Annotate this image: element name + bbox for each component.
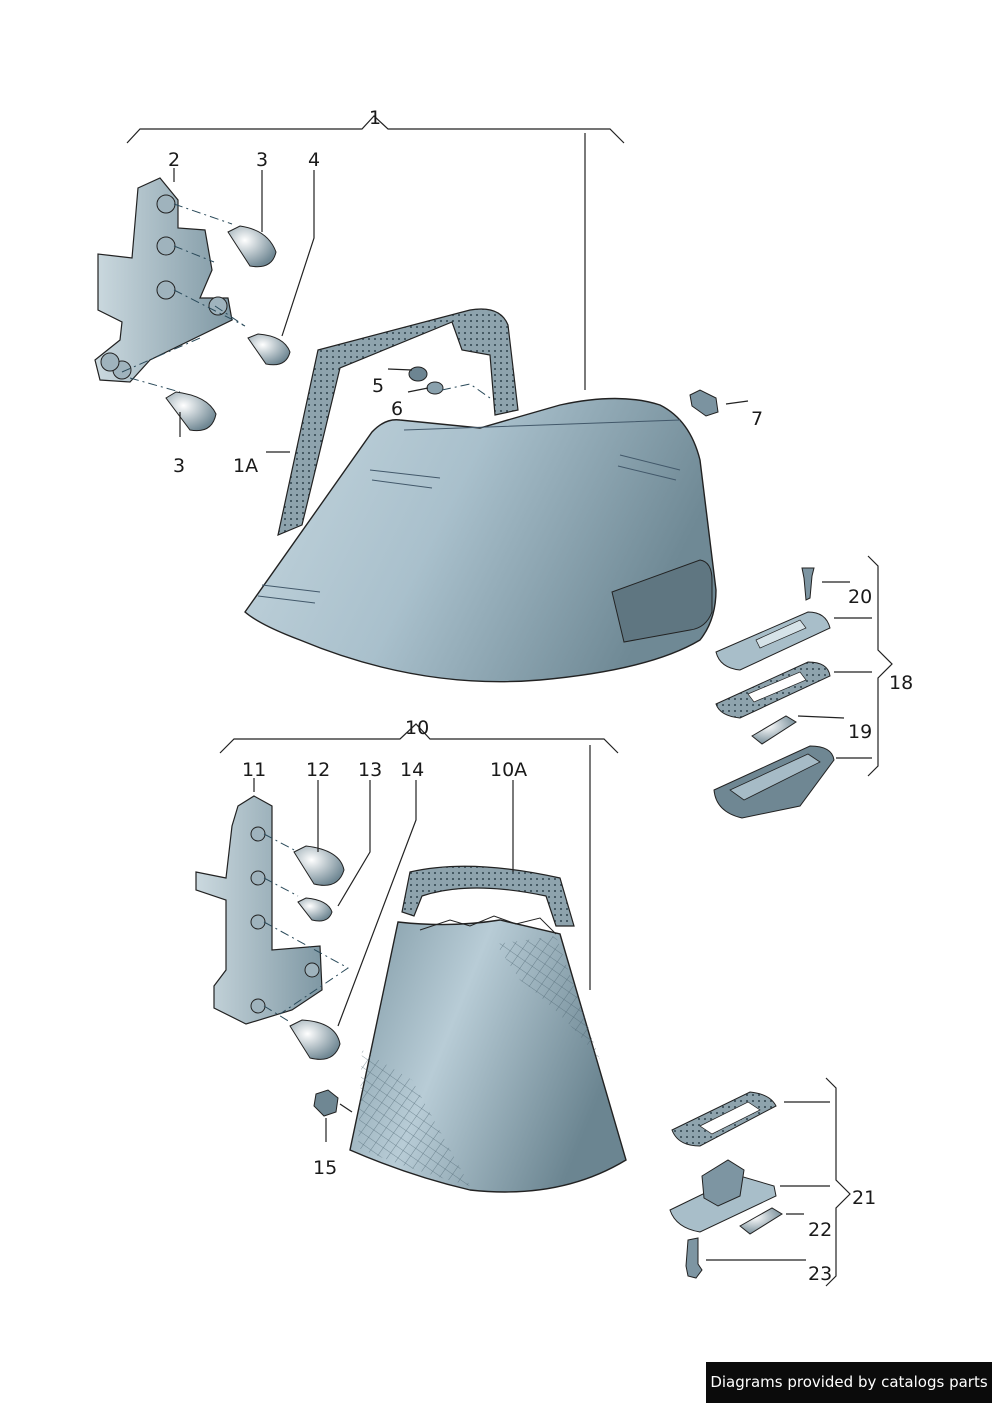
label-21: 21 (852, 1187, 876, 1209)
nut-15 (313, 1089, 353, 1142)
bulb-3a (227, 170, 277, 268)
label-14: 14 (400, 759, 424, 781)
tail-lamp-10 (349, 915, 627, 1193)
label-19: 19 (848, 721, 872, 743)
label-3b: 3 (173, 455, 185, 477)
label-4: 4 (308, 149, 320, 171)
license-housing-21 (669, 1159, 830, 1233)
license-gasket-21 (671, 1091, 830, 1147)
label-13: 13 (358, 759, 382, 781)
label-18: 18 (889, 672, 913, 694)
nut-6 (407, 381, 491, 399)
bracket-18 (867, 555, 893, 777)
label-11: 11 (242, 759, 266, 781)
bulb-12 (293, 780, 345, 886)
tail-lamp-1 (244, 397, 717, 683)
screw-23 (685, 1237, 806, 1279)
bulb-4 (247, 170, 315, 366)
label-7: 7 (751, 408, 763, 430)
bulb-13 (297, 780, 371, 922)
bulb-holder-11 (195, 778, 323, 1025)
license-lens (715, 611, 872, 671)
bulb-14 (289, 780, 417, 1060)
label-10a: 10A (490, 759, 527, 781)
bracket-10 (219, 723, 619, 754)
seal-10a (401, 780, 575, 927)
label-2: 2 (168, 149, 180, 171)
seal-1a (277, 308, 519, 536)
bulb-19 (751, 715, 845, 745)
license-housing (713, 745, 872, 819)
bulb-holder-2 (94, 168, 233, 383)
label-20: 20 (848, 586, 872, 608)
license-gasket (715, 661, 872, 719)
clip-5 (387, 366, 428, 382)
label-12: 12 (306, 759, 330, 781)
footer-credit: Diagrams provided by catalogs parts (706, 1362, 992, 1403)
bracket-21 (825, 1077, 851, 1287)
label-15: 15 (313, 1157, 337, 1179)
label-1a: 1A (233, 455, 258, 477)
bulb-3b (165, 391, 217, 437)
screw-7 (689, 389, 749, 417)
label-3a: 3 (256, 149, 268, 171)
label-6: 6 (391, 398, 403, 420)
label-23: 23 (808, 1263, 832, 1285)
label-10: 10 (405, 717, 429, 739)
label-5: 5 (372, 375, 384, 397)
screw-20 (801, 567, 850, 601)
bracket-1 (126, 115, 625, 144)
bulb-22 (739, 1207, 804, 1235)
label-22: 22 (808, 1219, 832, 1241)
label-1: 1 (369, 107, 381, 129)
